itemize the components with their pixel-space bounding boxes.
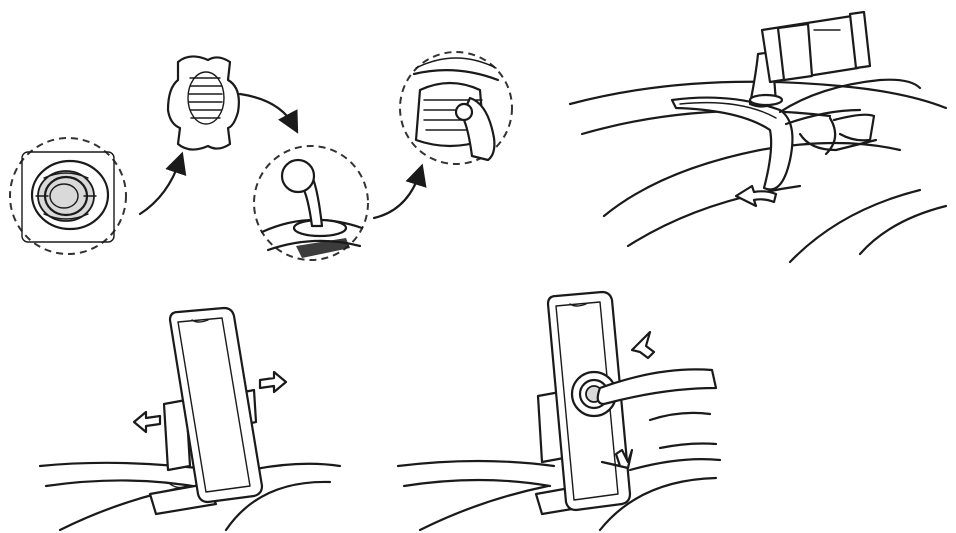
phone-in-holder-icon <box>170 308 262 502</box>
assembled-joint-icon <box>400 52 512 164</box>
lock-nut-icon <box>168 56 239 149</box>
dashboard-clip-icon <box>672 98 792 190</box>
step-4-panel <box>398 292 720 530</box>
expand-arrow-right-icon <box>260 372 286 392</box>
phone-holder-icon <box>750 12 870 107</box>
step-arrow-1 <box>140 160 180 214</box>
expand-arrow-left-icon <box>134 412 160 432</box>
step-arrow-2 <box>240 94 294 126</box>
step-1-panel <box>10 52 512 260</box>
thread-ring-icon <box>10 138 126 254</box>
push-arrow-top-icon <box>632 332 654 358</box>
step-arrow-3 <box>374 172 420 218</box>
ball-joint-mount-icon <box>254 146 368 260</box>
step-3-panel <box>40 308 340 530</box>
step-2-panel <box>570 12 946 262</box>
